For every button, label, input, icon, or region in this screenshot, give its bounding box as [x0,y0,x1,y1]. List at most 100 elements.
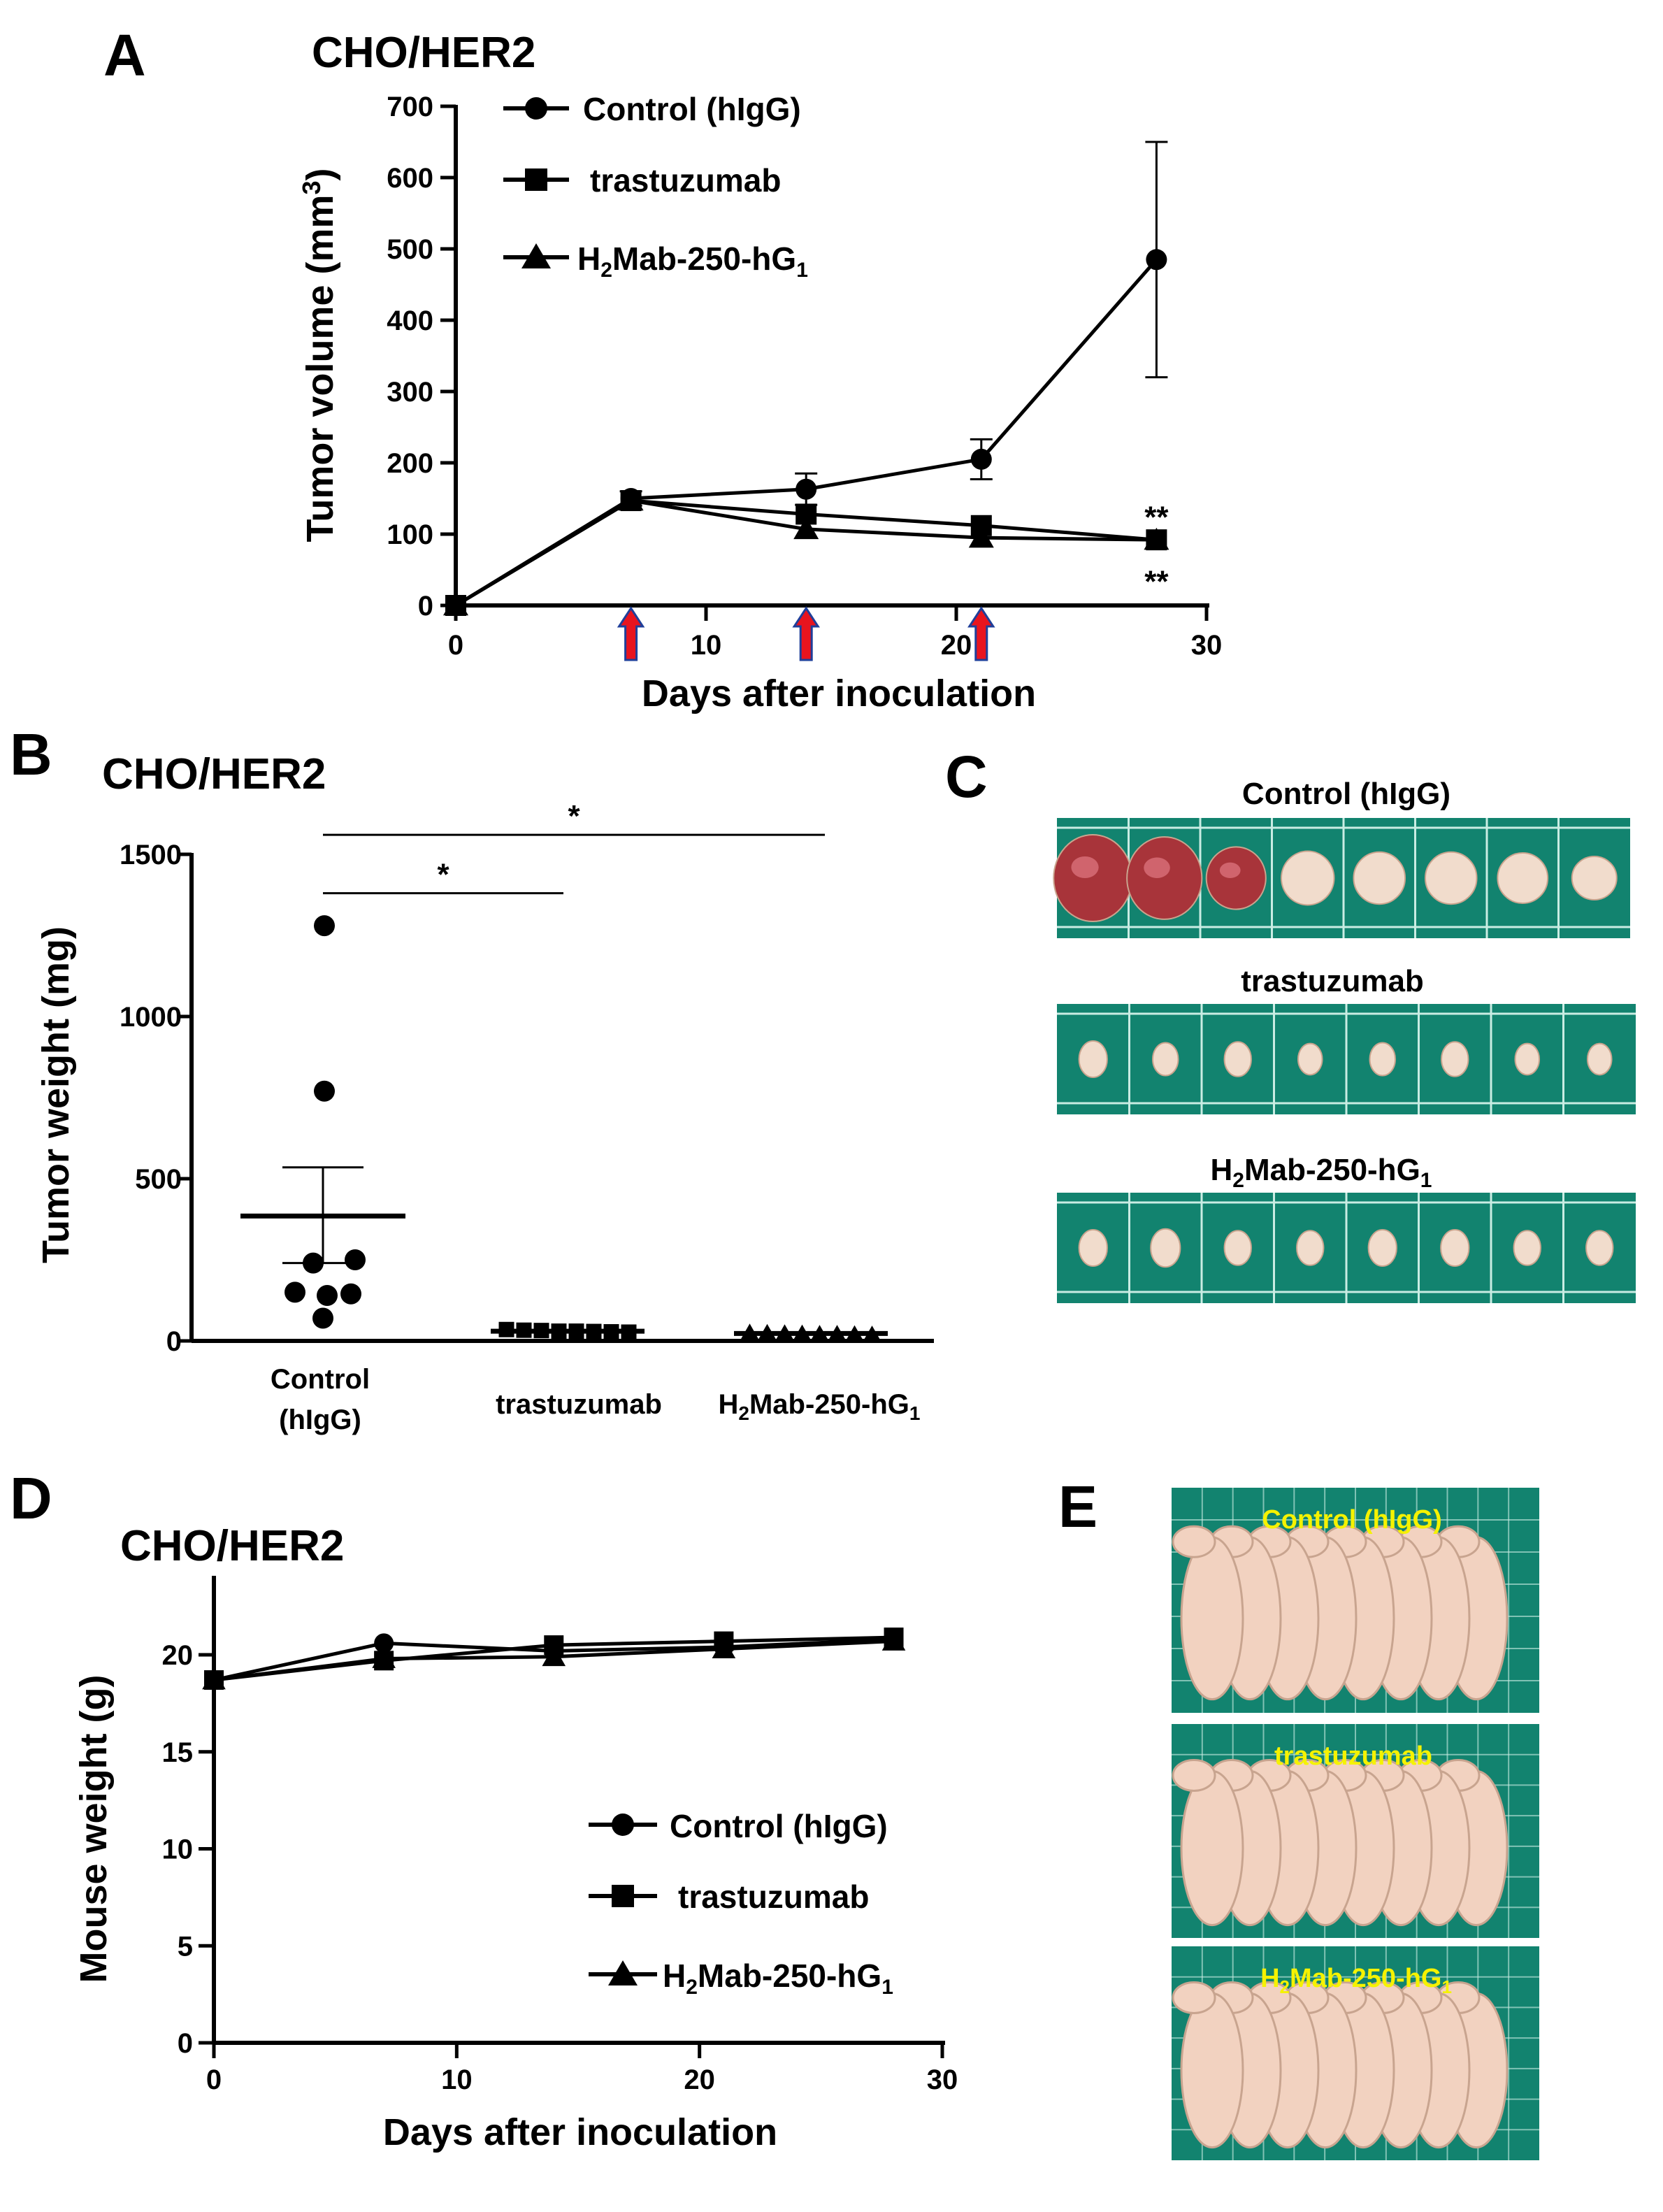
y-tick-label: 1000 [120,1002,182,1033]
legend-label-h2mab: H2Mab-250-hG1 [577,240,808,282]
legend-entry-control: Control (hIgG) [589,1808,888,1844]
tumor-specimen [1280,850,1335,906]
panel-b-y-ticks: 0 500 1000 1500 [120,840,192,1357]
x-tick-label: 0 [206,2064,222,2095]
legend-label-trastuzumab: trastuzumab [678,1879,869,1915]
panel-letter-b: B [10,721,52,787]
tumor-specimen [1513,1230,1541,1266]
series-line-control [454,258,1158,608]
tumor-photo-h2mab [1057,1193,1636,1303]
panel-a-title: CHO/HER2 [312,29,535,77]
mouse-body [1180,1769,1244,1927]
data-point-control [1146,249,1167,271]
significance-marker: * [568,799,580,833]
tumor-specimen [1152,1042,1179,1077]
panel-b-label-control-line2: (hIgG) [279,1405,361,1435]
panel-d-series [202,1628,906,1690]
y-tick-label: 500 [135,1164,182,1195]
treatment-arrow [792,606,820,661]
data-point-control [345,1249,366,1270]
legend-label-h2mab: H2Mab-250-hG1 [663,1958,893,1999]
tumor-specimen [1440,1228,1470,1267]
panel-b-x-labels: Control (hIgG) trastuzumab H2Mab-250-hG1 [271,1364,921,1435]
tumor-specimen [1424,851,1478,905]
y-tick-label: 200 [387,448,433,479]
mouse-head [1172,1525,1216,1558]
panel-c-title-trastuzumab: trastuzumab [1241,964,1424,998]
significance-marker: ** [1144,501,1169,535]
y-tick-label: 5 [178,1931,193,1962]
mouse-photo-trastuzumab [1172,1724,1539,1938]
panel-c: C Control (hIgG) trastuzumab H2Mab-250-h… [945,744,1636,1303]
y-tick-label: 400 [387,306,433,336]
panel-letter-e: E [1058,1474,1097,1539]
panel-d-x-axis-label: Days after inoculation [383,2111,777,2153]
tumor-specimen [1571,856,1618,900]
y-tick-label: 10 [162,1834,194,1865]
legend-circle-marker [525,97,547,120]
x-tick-label: 10 [441,2064,473,2095]
panel-e-label-trastuzumab: trastuzumab [1274,1741,1432,1771]
tumor-specimen [1441,1041,1469,1077]
data-point-h2mab [712,1637,736,1658]
x-tick-label: 30 [1191,630,1223,661]
x-tick-label: 0 [448,630,463,661]
y-tick-label: 500 [387,234,433,265]
tumor-specimen [1369,1042,1396,1077]
data-point-control [285,1281,305,1303]
tumor-specimen [1078,1040,1108,1079]
panel-e-label-control: Control (hIgG) [1262,1505,1441,1535]
y-tick-label: 0 [178,2028,193,2059]
tumor-highlight [1071,856,1099,878]
tumor-specimen [1514,1042,1541,1076]
tumor-specimen [1353,851,1406,905]
data-point-h2mab [968,525,994,548]
legend-label-trastuzumab: trastuzumab [590,162,781,199]
treatment-arrow [967,606,995,661]
panel-b-title: CHO/HER2 [102,750,326,798]
legend-entry-h2mab: H2Mab-250-hG1 [503,240,808,282]
tumor-specimen [1585,1230,1614,1266]
tumor-specimen [1150,1228,1181,1268]
panel-e: E Control (hIgG) trastuzumab H2Mab-250-h… [1058,1474,1539,2160]
x-tick-label: 20 [941,630,972,661]
panel-b-label-h2mab: H2Mab-250-hG1 [719,1389,921,1424]
data-point-control [314,1080,335,1102]
significance-marker: * [437,858,449,892]
tumor-specimen [1205,846,1267,910]
legend-circle-marker [612,1814,634,1836]
data-point-h2mab [202,1668,226,1690]
mouse-body [1180,1992,1244,2149]
legend-square-marker [612,1885,634,1907]
x-tick-label: 30 [927,2064,958,2095]
tumor-highlight [1219,862,1241,878]
legend-entry-trastuzumab: trastuzumab [503,162,781,199]
legend-label-control: Control (hIgG) [670,1808,888,1844]
tumor-specimen [1297,1042,1323,1076]
mouse-photo-control [1172,1488,1539,1713]
panel-d-title: CHO/HER2 [120,1522,344,1570]
data-point-control [795,478,817,500]
tumor-photo-control [1053,818,1630,938]
tumor-specimen [1078,1228,1108,1267]
significance-marker: ** [1144,564,1169,598]
panel-c-title-control: Control (hIgG) [1242,777,1450,811]
tumor-specimen [1053,834,1133,922]
panel-d-legend: Control (hIgG) trastuzumab H2Mab-250-hG1 [589,1808,893,1999]
data-point-control [317,1285,338,1307]
panel-a-axes [454,105,1209,608]
y-tick-label: 1500 [120,840,182,870]
panel-letter-d: D [10,1465,52,1531]
x-tick-label: 10 [691,630,722,661]
data-point-h2mab [1144,527,1169,550]
mouse-head [1172,1758,1216,1792]
y-tick-label: 0 [166,1326,182,1357]
data-point-control [340,1283,361,1305]
legend-triangle-marker [521,243,551,268]
